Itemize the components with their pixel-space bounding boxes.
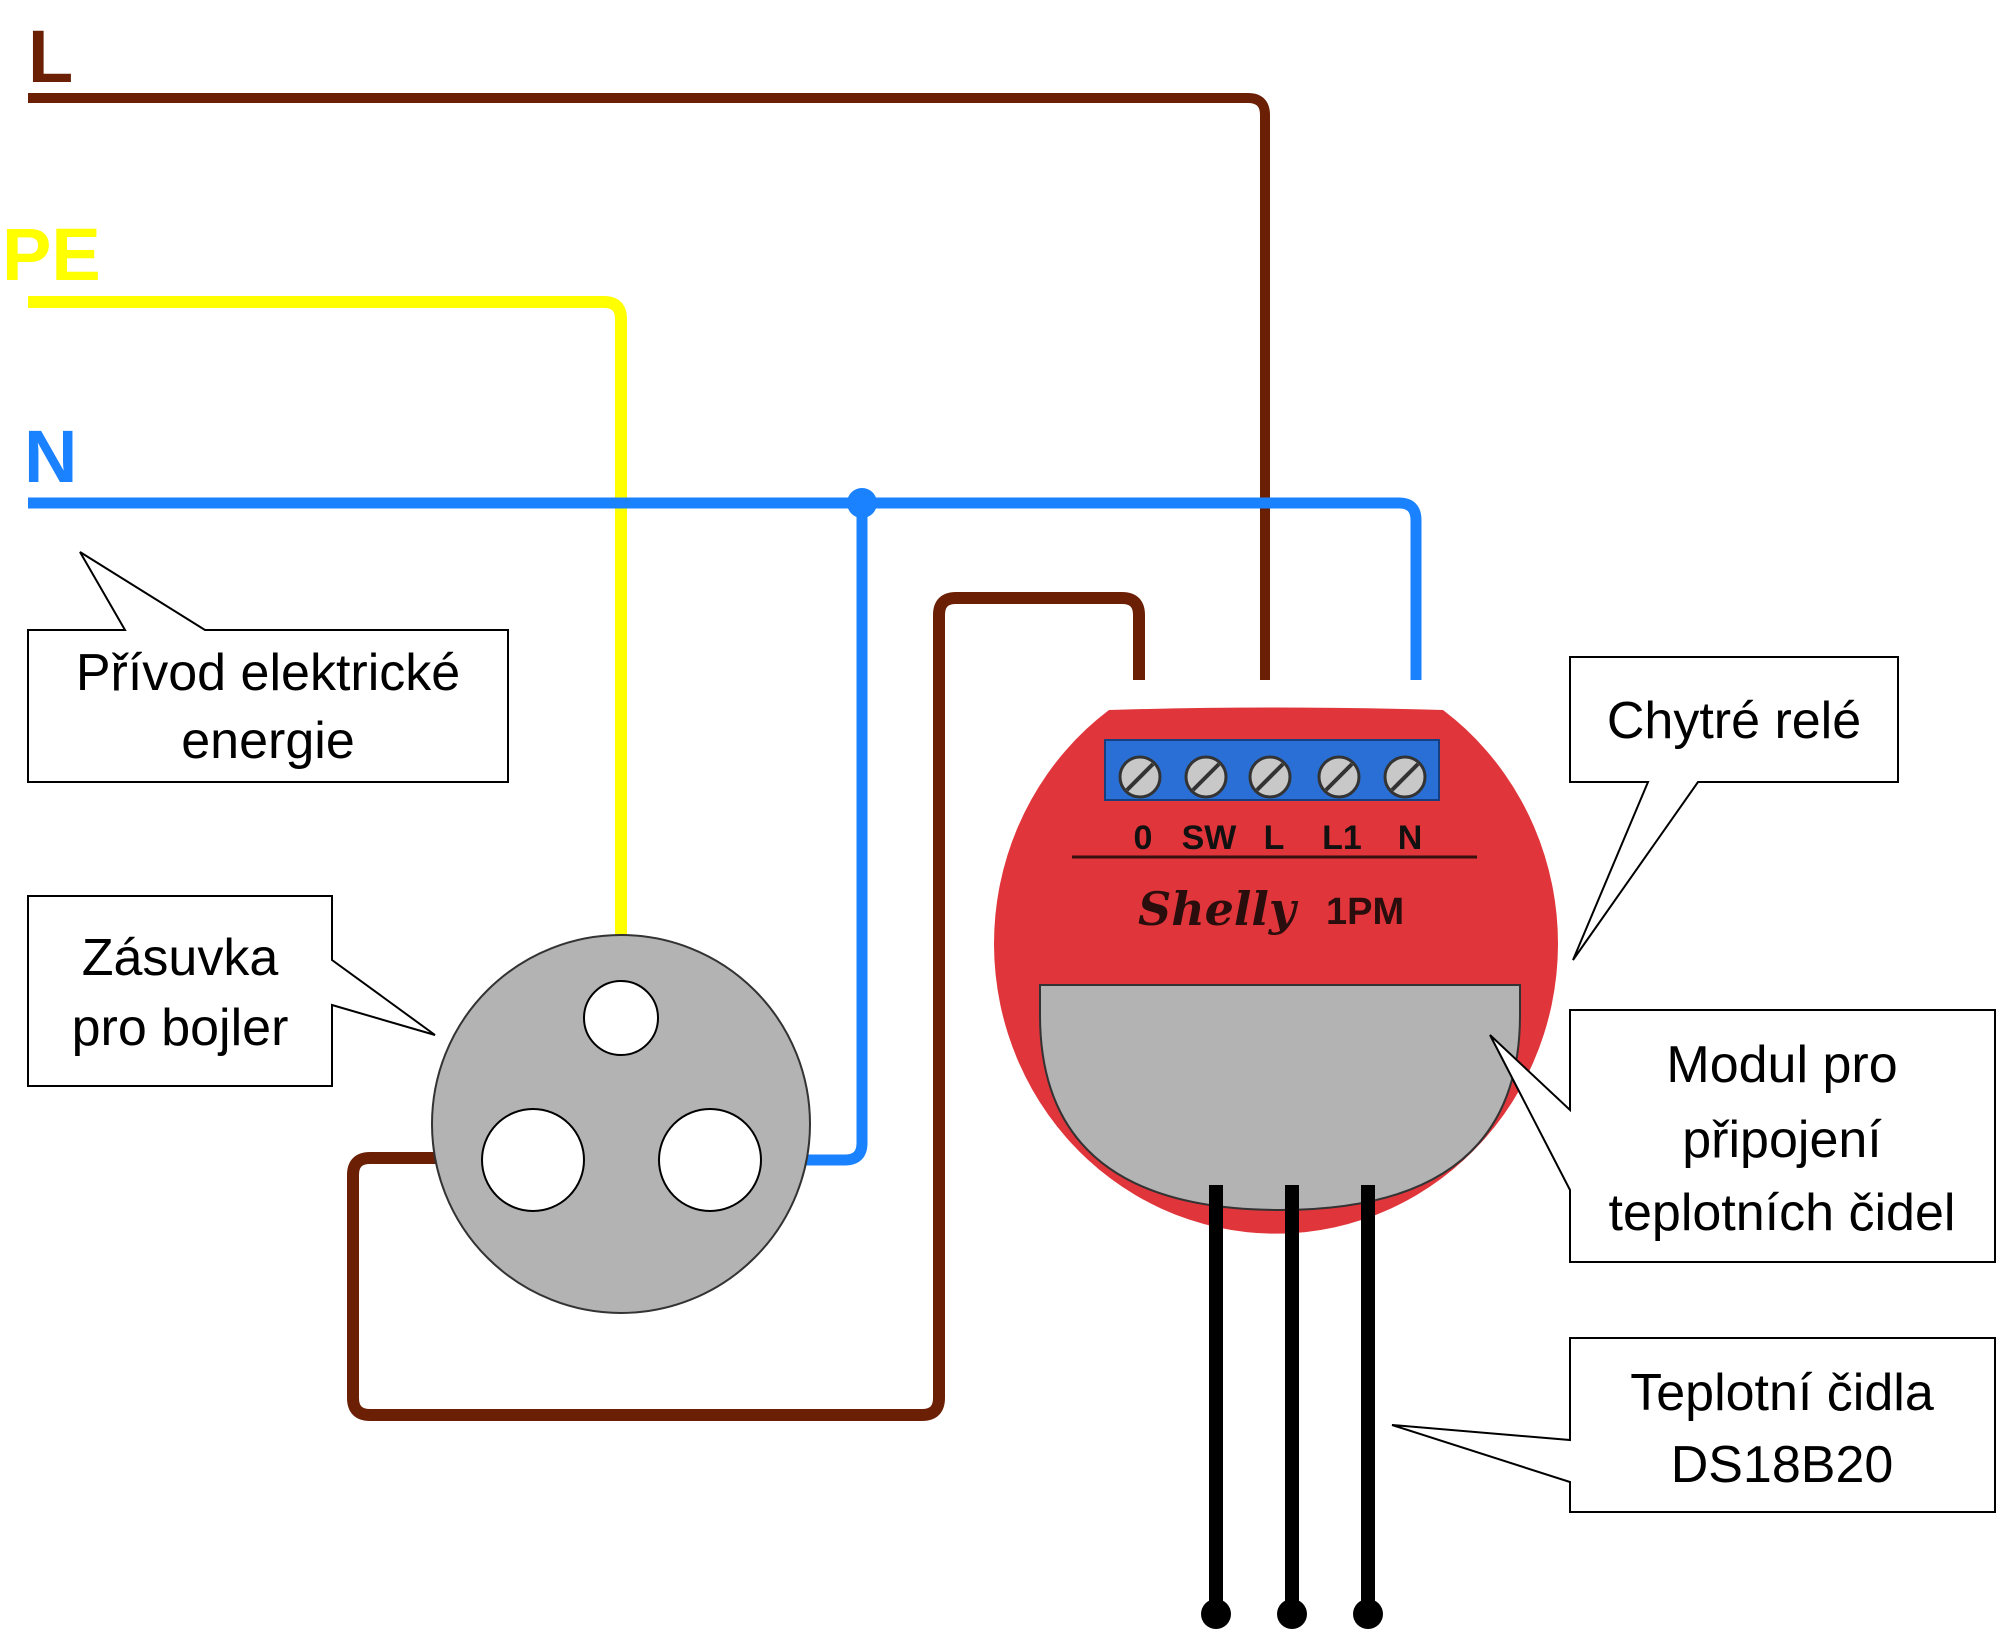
sensor-probe-3 [1353, 1599, 1383, 1629]
wire-live-supply [28, 93, 1270, 680]
terminal-label-l: L [1264, 819, 1285, 857]
terminal-screws [1118, 755, 1427, 799]
callout-module-line-3: teplotních čidel [1609, 1184, 1956, 1242]
wire-label-pe: PE [2, 213, 101, 296]
socket-earth-pin [583, 980, 659, 1056]
wire-label-n: N [24, 415, 77, 498]
callout-module: Modul pro připojení teplotních čidel [1489, 1009, 1996, 1263]
sensor-probe-2 [1277, 1599, 1307, 1629]
relay-brand-logo: Shelly [1138, 882, 1299, 936]
sensor-addon-module [1039, 984, 1521, 1212]
socket-live-hole [481, 1108, 585, 1212]
callout-module-line-2: připojení [1682, 1111, 1882, 1169]
callout-supply-line-2: energie [181, 712, 354, 770]
terminal-label-sw: SW [1182, 819, 1238, 857]
temperature-sensors [1201, 1185, 1383, 1629]
callout-sensors-line-1: Teplotní čidla [1630, 1364, 1934, 1422]
callout-sensors-line-2: DS18B20 [1671, 1436, 1894, 1494]
wire-live-switched [347, 592, 1145, 1421]
callout-supply: Přívod elektrické energie [27, 551, 509, 783]
callout-supply-line-1: Přívod elektrické [76, 644, 460, 702]
callout-socket-line-1: Zásuvka [82, 929, 279, 987]
sensor-probe-1 [1201, 1599, 1231, 1629]
wire-neutral-socket [762, 503, 868, 1166]
callout-module-line-1: Modul pro [1666, 1036, 1897, 1094]
socket-neutral-hole [658, 1108, 762, 1212]
callout-socket: Zásuvka pro bojler [27, 895, 436, 1087]
terminal-label-0: 0 [1134, 819, 1153, 857]
neutral-junction-dot [847, 488, 877, 518]
wire-label-l: L [28, 15, 73, 98]
callout-relay: Chytré relé [1569, 656, 1899, 961]
callout-sensors: Teplotní čidla DS18B20 [1391, 1337, 1996, 1513]
terminal-label-l1: L1 [1322, 819, 1362, 857]
smart-relay: 0 SW L L1 N Shelly 1PM [994, 707, 1559, 1234]
wire-pe [28, 296, 627, 985]
callout-relay-line-1: Chytré relé [1607, 692, 1861, 750]
boiler-socket [431, 934, 811, 1314]
relay-model: 1PM [1326, 891, 1404, 933]
socket-body [431, 934, 811, 1314]
terminal-label-n: N [1398, 819, 1423, 857]
callout-socket-line-2: pro bojler [72, 999, 289, 1057]
wire-neutral-supply [28, 497, 1422, 680]
